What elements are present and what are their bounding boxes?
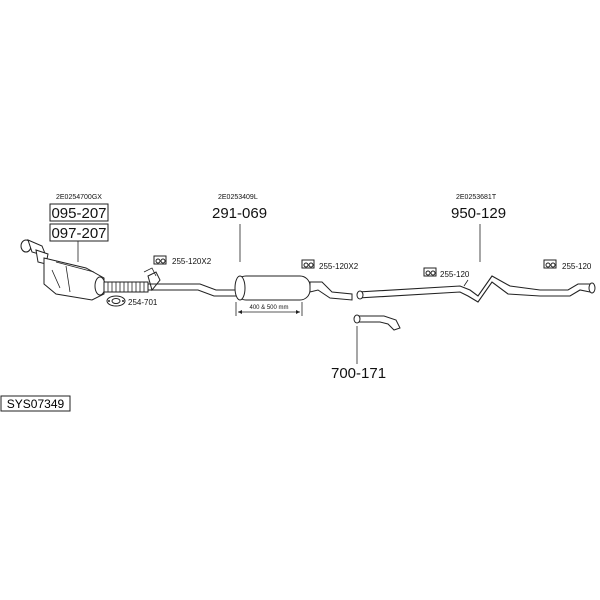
front-pipe-top	[148, 283, 236, 291]
hanger-2-label: 255-120X2	[319, 262, 359, 271]
system-id-badge: SYS07349	[0, 395, 71, 412]
code-left: 2E0254700GX	[56, 194, 102, 201]
flex-pipe-body	[103, 281, 149, 293]
part-097-box	[49, 223, 109, 242]
hanger-1[interactable]: 255-120X2	[153, 255, 212, 266]
part-700-label: 700-171	[331, 365, 386, 382]
part-950-label: 950-129	[451, 205, 506, 222]
flex-bracket	[147, 271, 161, 292]
hanger-3-label: 255-120	[440, 270, 470, 279]
system-id-box	[0, 395, 71, 412]
dim-arrow-right	[296, 310, 300, 314]
hanger-4-label: 255-120	[562, 262, 592, 271]
elbow-pipe[interactable]	[353, 314, 401, 331]
part-095-label: 095-207	[51, 205, 106, 222]
gasket-ring-icon	[106, 295, 126, 307]
catalytic-converter-assembly[interactable]	[20, 239, 106, 301]
system-id-label: SYS07349	[7, 397, 65, 411]
flex-pipe[interactable]	[103, 271, 161, 293]
silencer-tail-pipe	[309, 281, 353, 301]
middle-silencer[interactable]	[234, 275, 353, 301]
cat-seam-2	[51, 269, 61, 289]
hanger-3[interactable]: 255-120	[423, 267, 470, 279]
gasket-label: 254-701	[128, 298, 158, 307]
code-mid: 2E0253409L	[218, 194, 258, 201]
rear-pipe[interactable]	[356, 275, 596, 303]
hanger-2[interactable]: 255-120X2	[301, 259, 359, 271]
rear-hanger-pin	[463, 279, 469, 287]
elbow-pipe-end	[353, 314, 361, 324]
part-950-129[interactable]: 950-129	[451, 205, 506, 222]
hanger-4[interactable]: 255-120	[543, 259, 592, 271]
silencer-body	[235, 275, 311, 301]
silencer-end-cap	[234, 275, 246, 301]
cat-seam-3	[65, 265, 71, 293]
dimension-annotation: 400 & 500 mm	[235, 302, 303, 316]
dimension-label: 400 & 500 mm	[249, 305, 288, 311]
front-pipe-bottom	[148, 289, 236, 297]
dim-arrow-left	[238, 310, 242, 314]
part-291-label: 291-069	[212, 205, 267, 222]
rear-pipe-inlet	[356, 290, 364, 300]
front-hanger-rod	[143, 267, 157, 277]
flex-braid	[107, 282, 145, 292]
rear-tailpipe-end	[588, 282, 596, 294]
hanger-1-label: 255-120X2	[172, 257, 212, 266]
gasket[interactable]: 254-701	[106, 295, 158, 307]
cat-seam	[55, 261, 95, 273]
code-right: 2E0253681T	[456, 194, 497, 201]
part-097-label: 097-207	[51, 225, 106, 242]
part-095-box	[49, 203, 109, 222]
rubber-hanger-icon	[153, 255, 167, 265]
part-700-171[interactable]: 700-171	[331, 365, 386, 382]
part-291-069[interactable]: 291-069	[212, 205, 267, 222]
rear-pipe-bottom	[357, 281, 591, 303]
part-097-207[interactable]: 097-207	[49, 223, 109, 242]
elbow-pipe-body	[355, 315, 401, 331]
rubber-hanger-icon	[423, 267, 437, 277]
rubber-hanger-icon	[543, 259, 557, 269]
part-095-207[interactable]: 095-207	[49, 203, 109, 222]
cat-body	[43, 257, 105, 301]
rubber-hanger-icon	[301, 259, 315, 269]
rear-pipe-top	[357, 275, 590, 297]
